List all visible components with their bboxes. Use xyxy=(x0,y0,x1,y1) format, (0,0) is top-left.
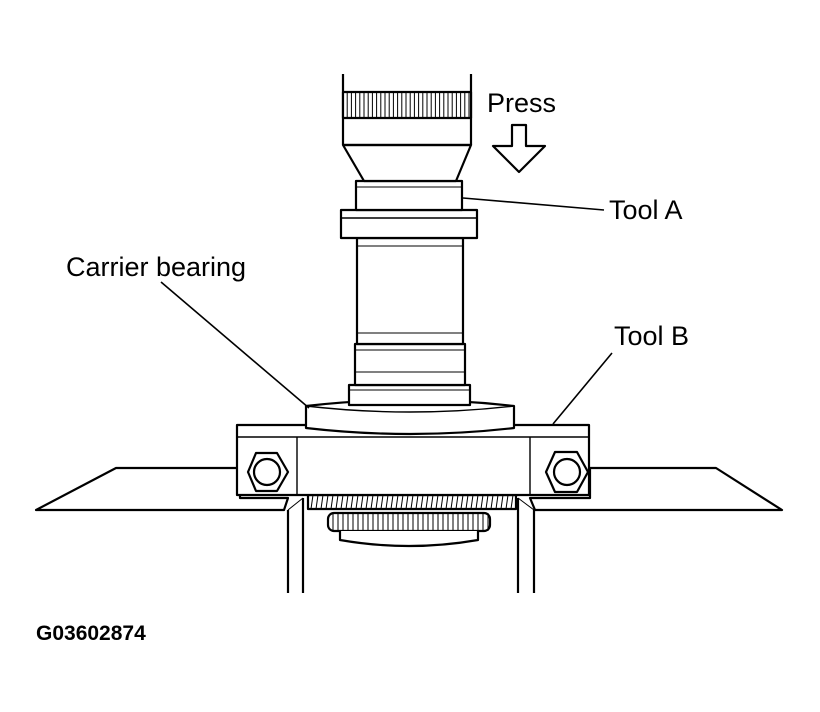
teeth-upper-line xyxy=(335,494,339,510)
shaft-stack xyxy=(347,236,472,407)
right-bolt xyxy=(544,450,590,494)
teeth-upper-line xyxy=(465,494,469,510)
teeth-upper-line xyxy=(490,494,494,510)
teeth-upper-line xyxy=(350,494,354,510)
tool-b xyxy=(235,423,591,497)
press-ram xyxy=(341,74,473,183)
teeth-upper-line xyxy=(315,494,319,510)
teeth-upper-line xyxy=(420,494,424,510)
teeth-upper-line xyxy=(330,494,334,510)
teeth-upper-line xyxy=(475,494,479,510)
ring-gear xyxy=(306,493,518,548)
teeth-upper-line xyxy=(390,494,394,510)
tool-a xyxy=(339,179,479,240)
teeth-upper-line xyxy=(485,494,489,510)
teeth-upper-line xyxy=(505,494,509,510)
figure-code: G03602874 xyxy=(36,622,146,645)
teeth-upper-line xyxy=(405,494,409,510)
carrier-bearing-label: Carrier bearing xyxy=(66,252,246,282)
teeth-upper-line xyxy=(385,494,389,510)
tool-a-label: Tool A xyxy=(609,195,683,225)
support-base xyxy=(34,466,784,593)
teeth-upper-line xyxy=(375,494,379,510)
press-label: Press xyxy=(487,88,556,118)
teeth-upper-line xyxy=(450,494,454,510)
teeth-upper-line xyxy=(440,494,444,510)
teeth-upper-line xyxy=(495,494,499,510)
teeth-upper-line xyxy=(455,494,459,510)
teeth-upper-line xyxy=(365,494,369,510)
teeth-upper-line xyxy=(380,494,384,510)
teeth-upper-line xyxy=(340,494,344,510)
teeth-upper-line xyxy=(320,494,324,510)
tool-b-label: Tool B xyxy=(614,321,689,351)
teeth-upper-line xyxy=(480,494,484,510)
teeth-upper-line xyxy=(395,494,399,510)
tool-b-leader xyxy=(552,352,613,425)
teeth-upper-line xyxy=(310,494,314,510)
teeth-upper-line xyxy=(325,494,329,510)
teeth-upper-line xyxy=(435,494,439,510)
teeth-upper-line xyxy=(370,494,374,510)
teeth-upper-line xyxy=(425,494,429,510)
teeth-upper-line xyxy=(460,494,464,510)
teeth-upper-line xyxy=(410,494,414,510)
tool-a-leader xyxy=(462,197,605,211)
teeth-upper-line xyxy=(345,494,349,510)
teeth-upper-line xyxy=(415,494,419,510)
teeth-upper-line xyxy=(470,494,474,510)
carrier-bearing-leader xyxy=(160,281,310,409)
teeth-upper-line xyxy=(510,494,514,510)
teeth-upper-line xyxy=(500,494,504,510)
teeth-upper-line xyxy=(445,494,449,510)
left-bolt xyxy=(246,451,290,493)
teeth-upper-line xyxy=(400,494,404,510)
teeth-upper-line xyxy=(355,494,359,510)
teeth-upper-line xyxy=(360,494,364,510)
teeth-upper-line xyxy=(430,494,434,510)
down-arrow-icon xyxy=(491,123,547,174)
